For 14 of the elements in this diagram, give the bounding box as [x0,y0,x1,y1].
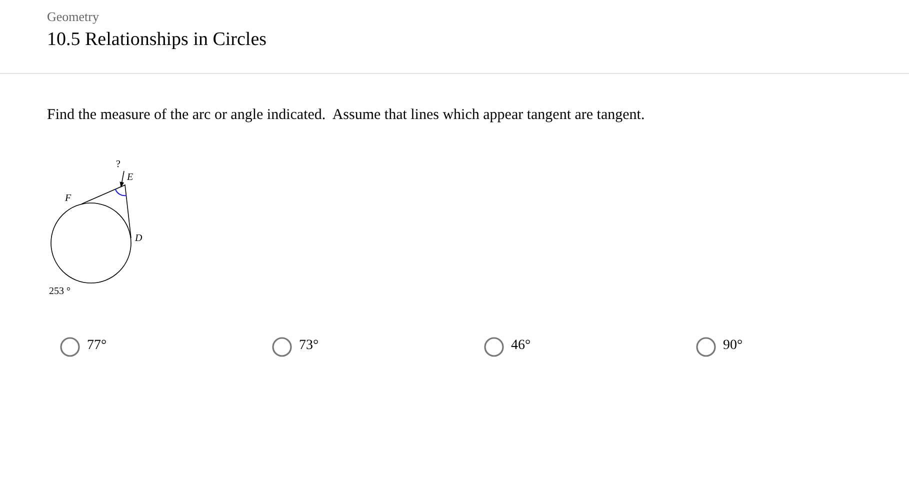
leader-arrow [120,170,124,188]
point-label: F [65,193,72,204]
answer-option: 77° [87,338,107,354]
answer-option: 73° [299,338,319,354]
question-mark-label: ? [116,159,120,171]
point-label: E [127,172,134,183]
page-title: 10.5 Relationships in Circles [47,29,267,51]
arc-measure-label: 253 ° [49,286,70,297]
point-label: D [135,233,142,244]
answer-option: 90° [723,338,743,354]
subject-label: Geometry [47,9,99,25]
question-text: Find the measure of the arc or angle indicated. Assume that lines which appear tangent are tangent. [47,107,645,124]
answer-option: 46° [511,338,531,354]
angle-arc [115,189,127,196]
